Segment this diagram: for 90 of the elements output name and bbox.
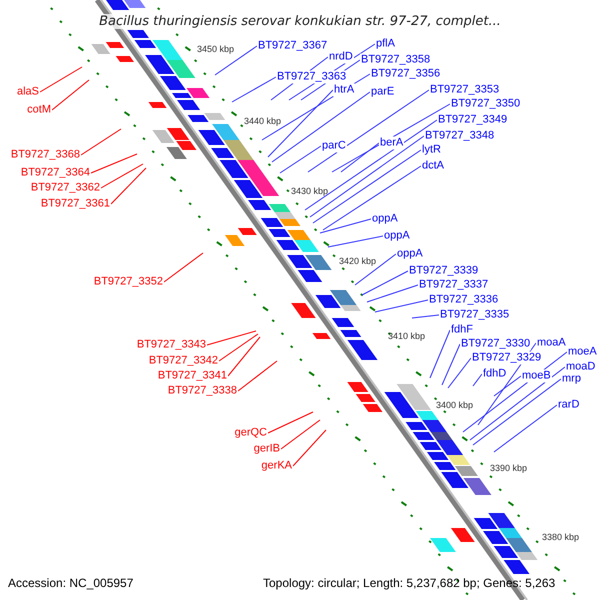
scale-label: 3380 kbp (542, 531, 580, 544)
gene-label: BT9727_3363 (276, 70, 348, 84)
gene-label: berA (379, 136, 404, 150)
leader-line (280, 146, 322, 174)
leader-line (442, 344, 460, 386)
gene-label: mrp (561, 372, 582, 386)
gene-label: parC (321, 140, 347, 152)
leader-line (430, 330, 450, 378)
gene-label: BT9727_3352 (92, 276, 164, 288)
leader-line (322, 166, 422, 230)
gene-label: gerIB (252, 442, 281, 456)
scale-label: 3440 kbp (244, 115, 282, 128)
leader-line (366, 284, 418, 302)
gene-label: moeB (521, 370, 552, 382)
leader-line (90, 154, 138, 174)
gene-label: BT9727_3338 (166, 384, 238, 398)
leader-line (238, 360, 278, 392)
gene-label: pflA (375, 38, 396, 50)
map-info-text: Accession: NC_005957 (8, 575, 134, 592)
leader-line (100, 164, 144, 188)
gene-label: oppA (396, 248, 424, 260)
gene-label: oppA (383, 230, 411, 242)
leader-line (412, 314, 440, 318)
gene-label: BT9727_3349 (437, 114, 508, 126)
gene-label: BT9727_3341 (156, 370, 228, 382)
leader-line (164, 252, 204, 282)
leader-line (232, 76, 276, 102)
leader-line (206, 330, 256, 346)
scale-label: 3450 kbp (197, 43, 234, 56)
scale-label: 3430 kbp (291, 185, 328, 198)
gene-label: BT9727_3364 (20, 166, 91, 180)
gene-label: BT9727_3350 (450, 98, 522, 110)
leader-line (312, 150, 422, 224)
leader-line (340, 142, 380, 172)
leader-line (268, 412, 314, 434)
scale-label: 3400 kbp (436, 399, 474, 412)
leader-line (218, 334, 258, 362)
gene-label: BT9727_3353 (429, 84, 500, 96)
scale-label: 3390 kbp (490, 462, 528, 475)
leader-line (80, 128, 122, 156)
gene-label: oppA (371, 212, 399, 226)
leader-line (354, 254, 396, 286)
gene-label: BT9727_3329 (471, 352, 542, 364)
scale-label: 3420 kbp (339, 255, 376, 268)
leader-line (304, 120, 438, 210)
gene-label: parE (370, 86, 396, 98)
gene-label: BT9727_3335 (439, 308, 510, 322)
leader-line (374, 300, 428, 312)
leader-line (494, 376, 522, 396)
leader-line (472, 378, 562, 446)
leader-line (280, 420, 320, 450)
gene-label: BT9727_3362 (30, 182, 101, 194)
leader-line (328, 236, 384, 248)
gene-label: BT9727_3343 (136, 338, 207, 352)
gene-label: BT9727_3348 (424, 130, 496, 142)
map-info-text: Topology: circular; Length: 5,237,682 bp; Genes: 5,263 (263, 575, 556, 592)
leader-line (310, 136, 424, 218)
leader-line (110, 168, 146, 204)
gene-label: BT9727_3356 (370, 68, 442, 80)
gene-label: BT9727_3367 (257, 40, 328, 52)
gene-label: gerQC (234, 426, 268, 440)
leader-line (472, 374, 482, 386)
leader-line (52, 80, 90, 110)
leader-line (470, 366, 566, 440)
leader-line (448, 358, 472, 388)
leader-line (272, 92, 370, 162)
leader-line (308, 90, 430, 172)
leader-line (262, 74, 370, 140)
gene-label: lytR (421, 144, 442, 156)
gene-label: BT9727_3336 (428, 294, 500, 306)
gene-label: BT9727_3358 (360, 54, 432, 66)
gene-label: BT9727_3339 (408, 264, 480, 278)
leader-line (362, 270, 408, 296)
gene-label: BT9727_3368 (10, 148, 81, 162)
leader-line (320, 218, 372, 234)
leader-line (228, 336, 260, 376)
scale-label: 3410 kbp (388, 330, 426, 343)
leader-line (292, 430, 326, 466)
gene-label: BT9727_3330 (460, 338, 532, 350)
gene-label: gerKA (260, 460, 293, 472)
gene-label: nrdD (328, 50, 354, 64)
gene-label: BT9727_3342 (148, 354, 219, 368)
leader-line (214, 46, 258, 76)
leader-line (40, 66, 82, 92)
gene-label: BT9727_3361 (40, 198, 111, 210)
leader-line (494, 404, 558, 452)
gene-label: htrA (333, 84, 356, 96)
leader-line (332, 104, 450, 172)
gene-label: BT9727_3337 (418, 278, 490, 292)
leader-line (268, 90, 334, 158)
